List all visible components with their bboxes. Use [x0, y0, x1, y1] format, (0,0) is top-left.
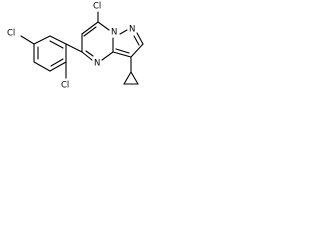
- bond-c7-c6: [81, 21, 99, 35]
- pyrazole-ring: [112, 29, 144, 58]
- bond-cyclopropyl-c: [130, 71, 139, 85]
- bond-ph-1-2: [49, 35, 67, 45]
- bond-c3-c3a-double: [115, 48, 130, 54]
- bond-n8-c7: [97, 21, 110, 31]
- atom-label-n-ring: N: [94, 59, 100, 69]
- bond-ph-4-5: [33, 61, 51, 72]
- bond-c3-c3a: [112, 51, 132, 58]
- pyrimidine-ring: [81, 21, 114, 61]
- bond-c5-n4-double: [85, 50, 94, 57]
- structure-canvas: Cl N N N Cl Cl: [0, 0, 156, 102]
- cyclopropyl-group: [123, 56, 139, 85]
- atom-label-n-bridge: N: [111, 28, 117, 38]
- bond-n4-c3a: [101, 51, 114, 61]
- atom-label-n-pyrazole: N: [129, 25, 135, 35]
- bond-ph-1-2-double: [49, 40, 64, 49]
- dichlorophenyl-ring: [33, 35, 67, 72]
- molecule-structure: Cl N N N Cl Cl: [7, 2, 144, 91]
- bond-ph-5-6: [49, 61, 67, 72]
- bond-ph-2-3: [33, 35, 51, 45]
- bond-ph-cl-left: [20, 35, 35, 45]
- bond-cyclopropyl-a: [123, 71, 132, 85]
- bond-n1-c2: [136, 32, 144, 45]
- bond-n8-n1: [119, 29, 128, 35]
- atom-label-cl-top: Cl: [93, 2, 101, 12]
- atom-label-cl-left: Cl: [7, 29, 15, 39]
- bond-ph-5-6-double: [50, 58, 64, 67]
- bond-c5-n4: [81, 51, 93, 61]
- bond-n1-c2-double: [133, 35, 140, 46]
- bond-c5-phenyl: [65, 43, 83, 53]
- atom-label-cl-bottom: Cl: [61, 81, 69, 91]
- bond-c2-c3: [130, 43, 144, 58]
- bond-c7-c6-double: [83, 26, 97, 37]
